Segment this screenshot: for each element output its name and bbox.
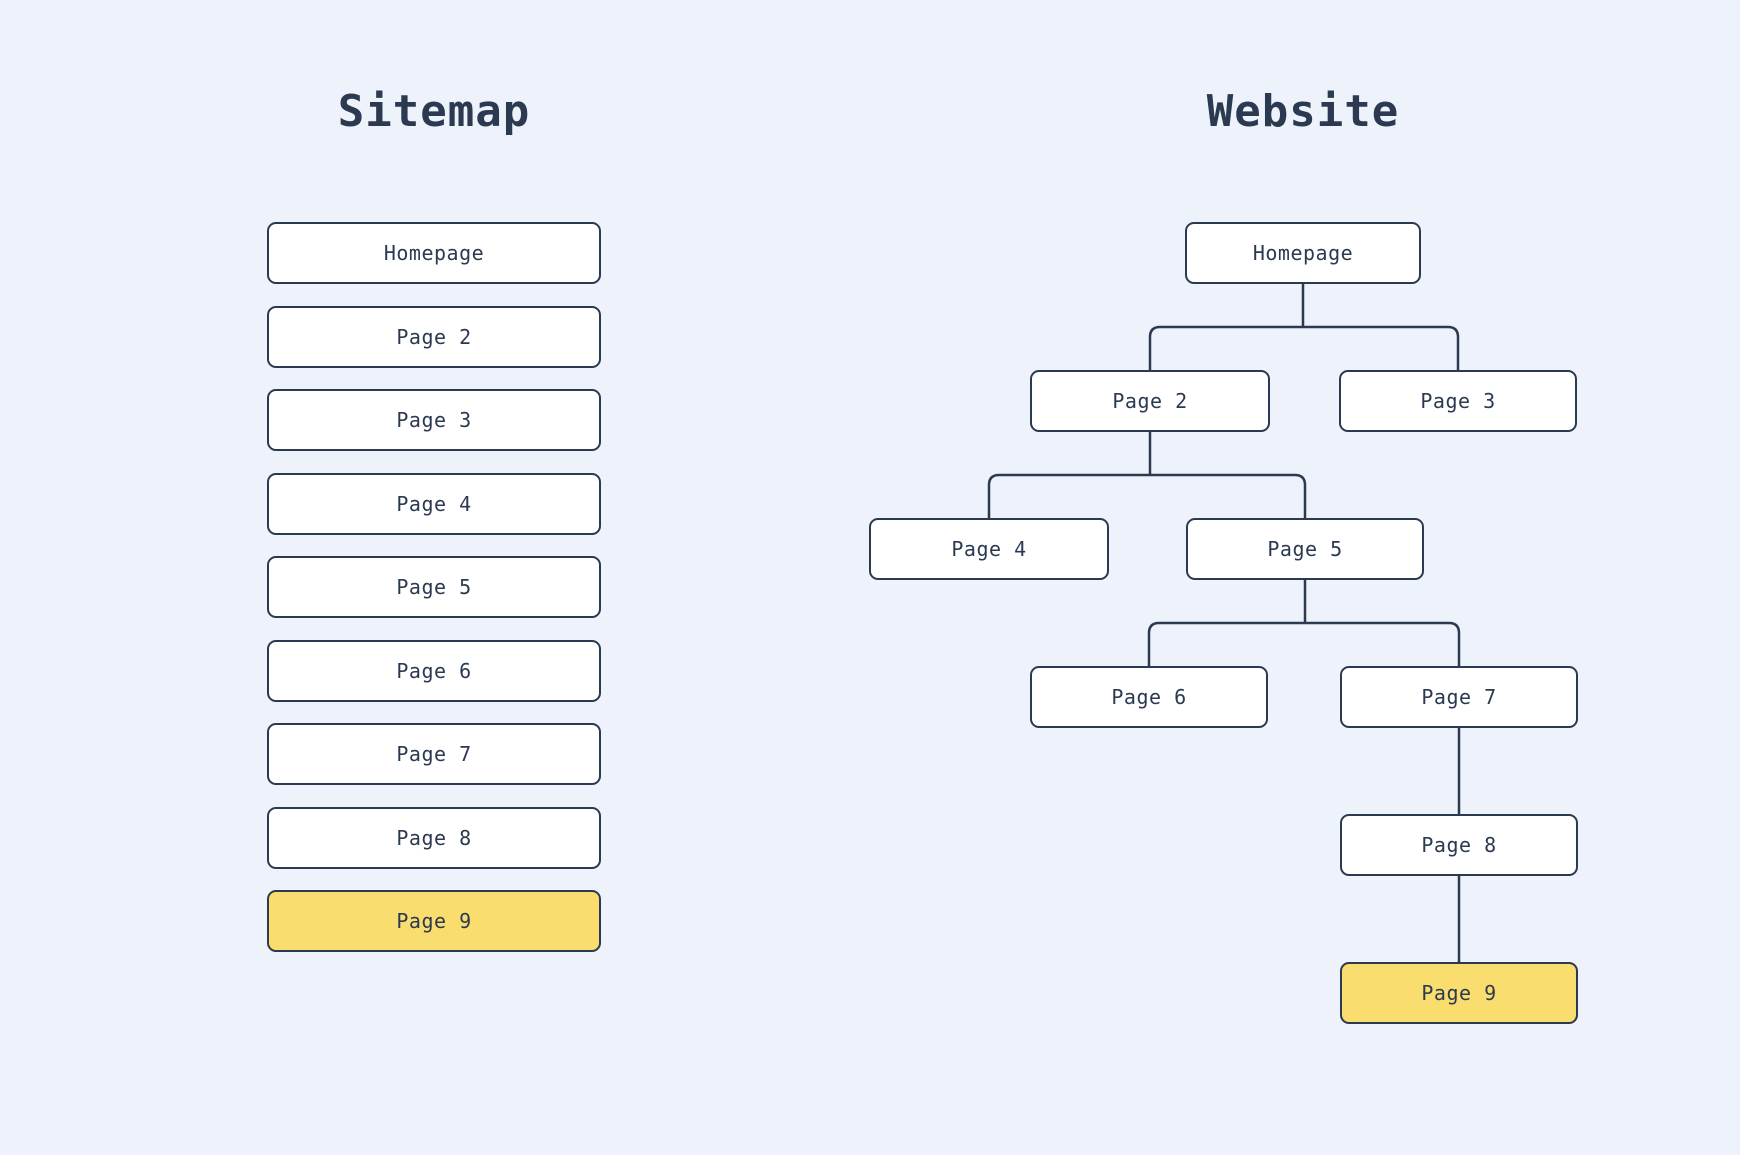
website-node-page2[interactable]: Page 2 <box>1030 370 1270 432</box>
connector-page2-to-page5 <box>1150 473 1307 518</box>
website-node-page7[interactable]: Page 7 <box>1340 666 1578 728</box>
website-column-title: Website <box>1206 86 1400 137</box>
sitemap-item-label: Homepage <box>383 241 485 265</box>
website-node-page8[interactable]: Page 8 <box>1340 814 1578 876</box>
sitemap-item-label: Page 4 <box>396 491 472 516</box>
website-node-label: Page 6 <box>1111 685 1187 709</box>
website-node-page5[interactable]: Page 5 <box>1186 518 1424 580</box>
website-node-page3[interactable]: Page 3 <box>1339 370 1577 432</box>
website-node-label: Page 4 <box>951 537 1027 561</box>
sitemap-item-page-9[interactable]: Page 9 <box>267 890 601 952</box>
connector-page2-to-page4 <box>987 473 1150 518</box>
connector-page5-to-page7 <box>1305 621 1461 666</box>
sitemap-item-label: Page 5 <box>396 575 472 599</box>
sitemap-item-label: Page 9 <box>396 909 472 933</box>
website-node-label: Page 9 <box>1421 981 1497 1005</box>
connector-homepage-to-page3 <box>1303 325 1460 370</box>
sitemap-item-page-2[interactable]: Page 2 <box>267 305 601 368</box>
connector-page5-to-page6 <box>1147 621 1305 666</box>
website-node-label: Page 7 <box>1421 685 1497 709</box>
website-node-homepage[interactable]: Homepage <box>1185 222 1421 284</box>
website-node-page9[interactable]: Page 9 <box>1340 962 1578 1024</box>
sitemap-item-label: Page 7 <box>396 742 472 766</box>
sitemap-item-homepage[interactable]: Homepage <box>267 222 601 284</box>
website-node-label: Page 2 <box>1112 389 1188 413</box>
sitemap-item-label: Page 6 <box>396 658 472 683</box>
sitemap-column-title: Sitemap <box>337 86 531 137</box>
sitemap-item-page-3[interactable]: Page 3 <box>267 389 601 451</box>
sitemap-item-page-8[interactable]: Page 8 <box>267 806 601 869</box>
website-node-label: Homepage <box>1252 241 1354 265</box>
website-node-label: Page 5 <box>1267 537 1343 561</box>
website-node-label: Page 3 <box>1420 389 1496 413</box>
sitemap-item-label: Page 8 <box>396 825 472 850</box>
sitemap-item-label: Page 3 <box>396 408 472 432</box>
sitemap-item-page-6[interactable]: Page 6 <box>267 639 601 702</box>
sitemap-item-page-5[interactable]: Page 5 <box>267 556 601 618</box>
website-node-label: Page 8 <box>1421 833 1497 857</box>
sitemap-item-page-4[interactable]: Page 4 <box>267 472 601 535</box>
sitemap-item-label: Page 2 <box>396 324 472 349</box>
website-node-page6[interactable]: Page 6 <box>1030 666 1268 728</box>
connector-homepage-to-page2 <box>1148 325 1303 370</box>
sitemap-item-page-7[interactable]: Page 7 <box>267 723 601 785</box>
website-node-page4[interactable]: Page 4 <box>869 518 1109 580</box>
